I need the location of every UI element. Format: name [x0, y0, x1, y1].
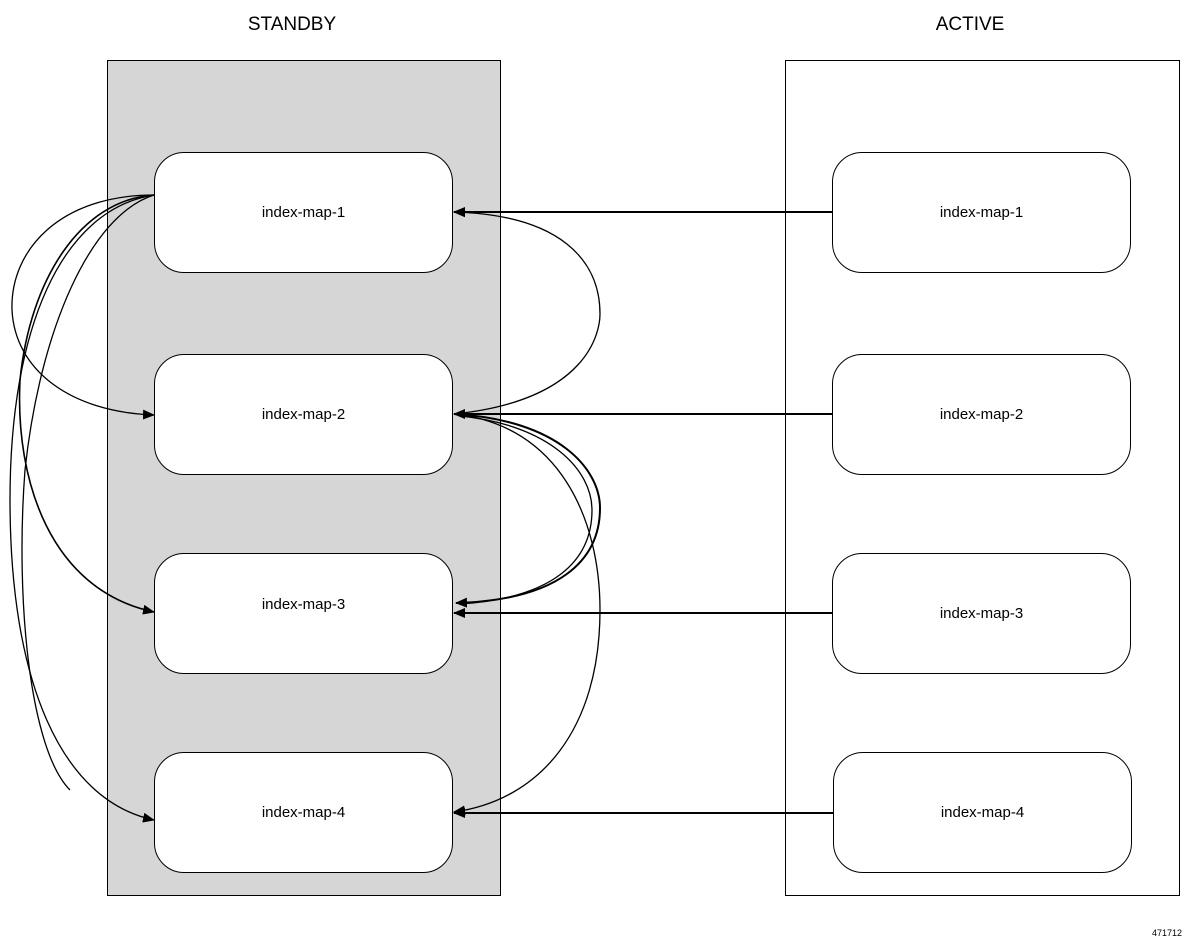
active-node-index-map-2: index-map-2 [832, 354, 1131, 475]
active-column-title: ACTIVE [935, 14, 1005, 35]
node-label: index-map-2 [939, 406, 1024, 423]
node-label: index-map-4 [940, 804, 1025, 821]
node-label: index-map-1 [939, 204, 1024, 221]
node-label: index-map-4 [261, 804, 346, 821]
standby-column-title: STANDBY [247, 14, 337, 35]
standby-node-index-map-1: index-map-1 [154, 152, 453, 273]
standby-node-index-map-2: index-map-2 [154, 354, 453, 475]
figure-id-label: 471712 [1151, 928, 1182, 938]
node-label: index-map-3 [261, 596, 346, 613]
node-label: index-map-1 [261, 204, 346, 221]
node-label: index-map-2 [261, 406, 346, 423]
standby-node-index-map-3: index-map-3 [154, 553, 453, 674]
standby-node-index-map-4: index-map-4 [154, 752, 453, 873]
active-node-index-map-1: index-map-1 [832, 152, 1131, 273]
active-node-index-map-4: index-map-4 [833, 752, 1132, 873]
active-node-index-map-3: index-map-3 [832, 553, 1131, 674]
node-label: index-map-3 [939, 605, 1024, 622]
